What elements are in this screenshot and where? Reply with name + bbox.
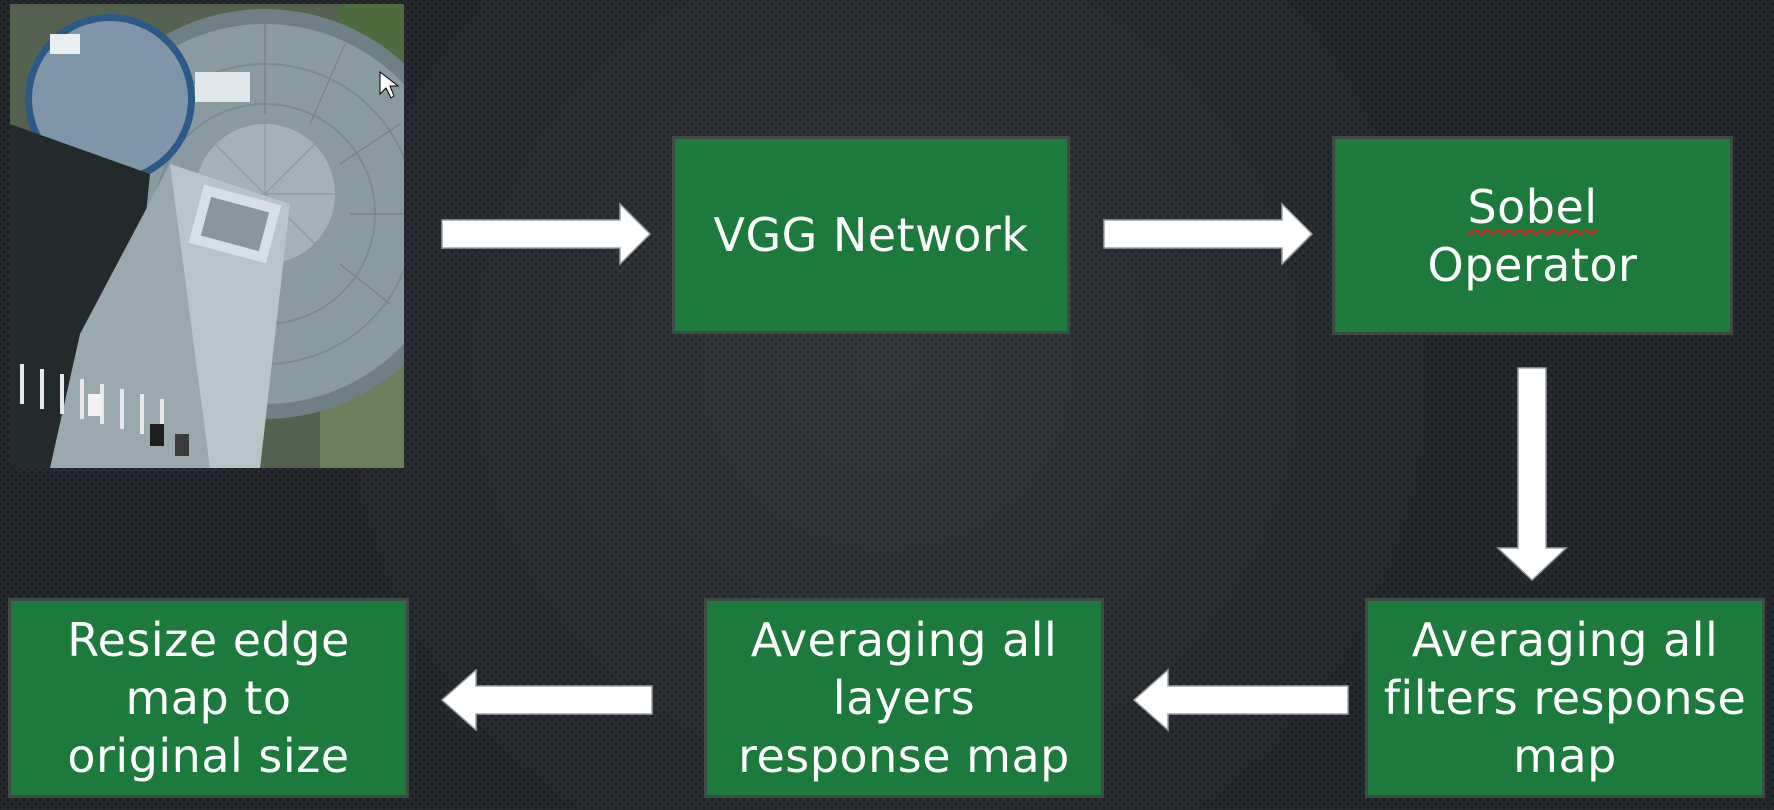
arrow-left-2	[440, 668, 653, 732]
arrow-left-1	[1132, 668, 1349, 732]
averaging-layers-label: Averaging all layers response map	[738, 613, 1070, 783]
averaging-filters-label: Averaging all filters response map	[1383, 613, 1747, 783]
sobel-label-line1: Sobel	[1467, 179, 1598, 234]
resize-edge-map-label: Resize edge map to original size	[67, 613, 350, 783]
arrow-right-1	[441, 202, 652, 266]
resize-edge-map-box: Resize edge map to original size	[8, 598, 409, 798]
aerial-building-image-icon	[10, 4, 404, 468]
arrow-right-2	[1103, 202, 1314, 266]
arrow-down	[1496, 367, 1568, 582]
sobel-label-line2: Operator	[1427, 237, 1638, 292]
averaging-layers-box: Averaging all layers response map	[704, 598, 1104, 798]
vgg-network-label: VGG Network	[713, 208, 1029, 262]
vgg-network-box: VGG Network	[672, 136, 1070, 334]
averaging-filters-box: Averaging all filters response map	[1365, 598, 1765, 798]
